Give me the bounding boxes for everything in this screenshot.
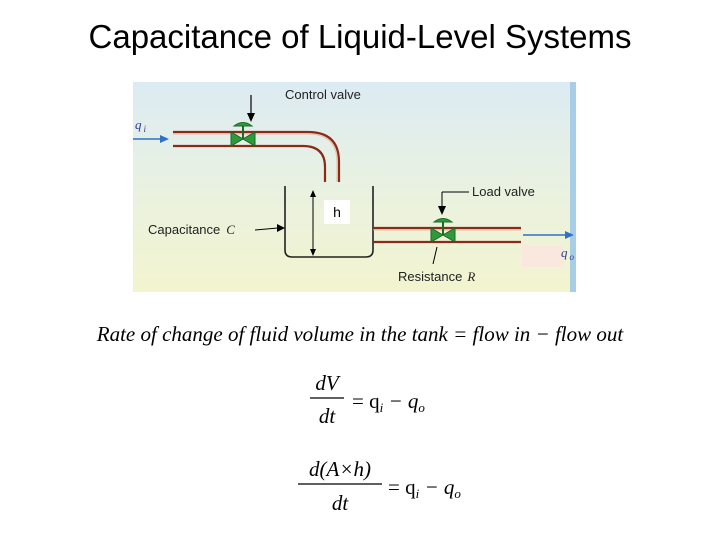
- control-valve: [230, 122, 256, 147]
- height-label: h: [333, 204, 341, 220]
- inflow-arrowhead: [160, 135, 169, 143]
- height-arrow-bottom: [310, 249, 316, 256]
- load-valve-label: Load valve: [472, 184, 535, 199]
- diagram-right-edge: [570, 82, 576, 292]
- equation-area-height: d(A×h) dt = qi − qo: [290, 452, 500, 518]
- slide-title: Capacitance of Liquid-Level Systems: [88, 18, 632, 55]
- capacitance-pointer-head: [277, 224, 285, 232]
- eq2-numerator: d(A×h): [309, 457, 371, 481]
- load-valve: [430, 218, 456, 243]
- eq1-rhs: = qi − qo: [352, 389, 425, 415]
- control-valve-pointer-head: [247, 113, 255, 122]
- load-valve-pointer-head: [438, 206, 446, 215]
- outflow-arrowhead: [565, 231, 574, 239]
- eq1-numerator: dV: [315, 371, 341, 395]
- resistance-pointer: [432, 246, 438, 265]
- eq2-rhs: = qi − qo: [388, 475, 461, 501]
- capacitance-pointer: [254, 227, 279, 231]
- height-label-box: [324, 200, 350, 224]
- inlet-pipe: [173, 130, 341, 182]
- control-valve-label: Control valve: [285, 87, 361, 102]
- outlet-pipe: [373, 226, 521, 244]
- height-arrow-top: [310, 190, 316, 197]
- eq1-denominator: dt: [319, 404, 337, 428]
- outflow-label-box: [522, 245, 564, 267]
- tank: [284, 186, 374, 258]
- equation-volume: dV dt = qi − qo: [300, 368, 480, 430]
- eq2-denominator: dt: [332, 491, 350, 515]
- rate-of-change-statement: Rate of change of fluid volume in the ta…: [96, 322, 624, 346]
